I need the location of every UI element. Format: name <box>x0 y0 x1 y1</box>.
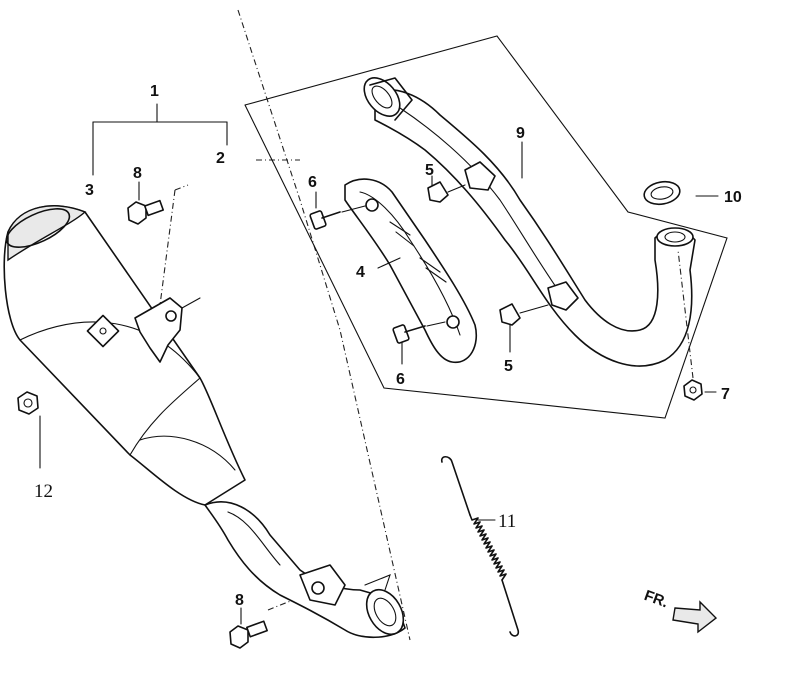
bolt-6-lower <box>392 321 446 344</box>
bolt-8-upper <box>127 181 165 225</box>
label-part-11: 11 <box>498 511 516 532</box>
collar-5-lower <box>499 303 549 326</box>
label-part-3: 3 <box>85 182 94 199</box>
front-direction-indicator <box>672 600 718 634</box>
label-part-10: 10 <box>724 189 742 206</box>
leader-lines <box>315 141 523 365</box>
front-arrow-icon <box>672 600 718 634</box>
collar-5-upper <box>427 181 466 203</box>
gasket <box>643 180 719 206</box>
label-part-9: 9 <box>516 125 525 142</box>
label-part-5-upper: 5 <box>425 162 434 179</box>
heat-shield <box>344 178 477 363</box>
label-part-8-lower: 8 <box>235 592 244 609</box>
nut-12 <box>17 391 41 469</box>
label-part-1: 1 <box>150 83 159 100</box>
label-part-6-upper: 6 <box>308 174 317 191</box>
front-direction-label: FR. <box>642 587 671 611</box>
label-part-4: 4 <box>356 264 365 281</box>
assembly-bracket <box>92 103 228 176</box>
label-part-6-lower: 6 <box>396 371 405 388</box>
label-part-12: 12 <box>34 481 53 502</box>
label-part-5-lower: 5 <box>504 358 513 375</box>
label-part-7: 7 <box>721 386 730 403</box>
nut-7 <box>677 249 717 401</box>
label-part-2: 2 <box>216 150 225 167</box>
spring <box>440 455 520 637</box>
pipe-group-frame <box>244 35 728 419</box>
exhaust-pipe <box>363 77 696 367</box>
muffler-body <box>3 205 406 639</box>
label-part-8-upper: 8 <box>133 165 142 182</box>
bolt-8-lower <box>229 607 268 649</box>
bolt-6-upper <box>309 205 366 230</box>
